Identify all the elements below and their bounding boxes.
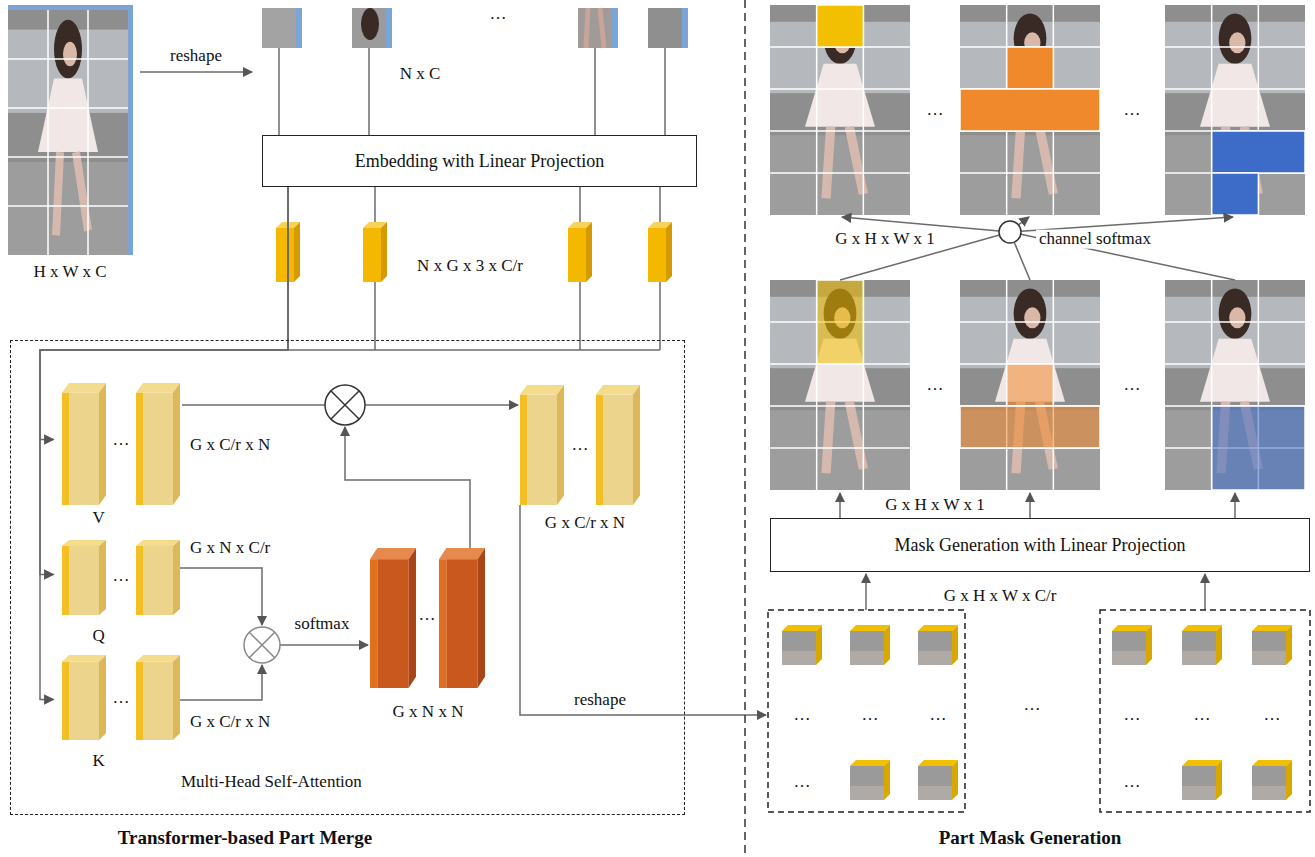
ellipsis: …	[419, 606, 436, 625]
ellipsis: …	[794, 706, 811, 725]
ellipsis: …	[1124, 101, 1141, 120]
tensor-stack: K	[55, 650, 185, 775]
dimension-label: H x W x C	[33, 263, 106, 282]
dimension-label: N x C	[400, 65, 441, 84]
dimension-label: G x H x W x 1	[835, 230, 935, 249]
ellipsis: …	[930, 706, 947, 725]
ellipsis: …	[1024, 696, 1041, 715]
ellipsis: …	[1194, 706, 1211, 725]
dimension-label: G x C/r x N	[545, 514, 625, 533]
dimension-label: G x C/r x N	[190, 713, 270, 732]
operation-label: softmax	[295, 615, 350, 634]
node-text: V	[93, 508, 105, 528]
ellipsis: …	[1124, 706, 1141, 725]
node-text: K	[93, 751, 105, 771]
process-box: Mask Generation with Linear Projection	[770, 518, 1310, 572]
operation-label: channel softmax	[1036, 230, 1154, 249]
node-text: Mask Generation with Linear Projection	[895, 535, 1186, 556]
dimension-label: G x C/r x N	[190, 436, 270, 455]
dimension-label: G x H x W x C/r	[944, 587, 1057, 606]
attention-region: Multi-Head Self-Attention V Q K	[10, 340, 685, 815]
connector	[40, 187, 288, 440]
ellipsis: …	[113, 689, 130, 708]
panel-title: Part Mask Generation	[939, 828, 1122, 849]
tensor-stack: V	[55, 380, 185, 532]
ellipsis: …	[1124, 773, 1141, 792]
ellipsis: …	[113, 567, 130, 586]
dimension-label: G x H x W x 1	[885, 496, 985, 515]
dimension-label: N x G x 3 x C/r	[417, 257, 523, 276]
ellipsis: …	[490, 5, 507, 24]
process-box: Embedding with Linear Projection	[262, 135, 697, 187]
node-text: Embedding with Linear Projection	[355, 151, 604, 172]
ellipsis: …	[794, 773, 811, 792]
ellipsis: …	[862, 706, 879, 725]
node-text: Q	[93, 626, 105, 646]
ellipsis: …	[1264, 706, 1281, 725]
node-text: Multi-Head Self-Attention	[181, 772, 362, 792]
operation-label: reshape	[574, 691, 626, 710]
connector	[40, 187, 288, 575]
tensor-stack: Q	[55, 535, 185, 650]
ellipsis: …	[927, 101, 944, 120]
ellipsis: …	[1124, 376, 1141, 395]
panel-title: Transformer-based Part Merge	[118, 828, 372, 849]
ellipsis: …	[927, 376, 944, 395]
ellipsis: …	[572, 436, 589, 455]
dimension-label: G x N x C/r	[190, 539, 270, 558]
operation-label: reshape	[170, 47, 222, 66]
ellipsis: …	[113, 431, 130, 450]
dimension-label: G x N x N	[393, 703, 464, 722]
